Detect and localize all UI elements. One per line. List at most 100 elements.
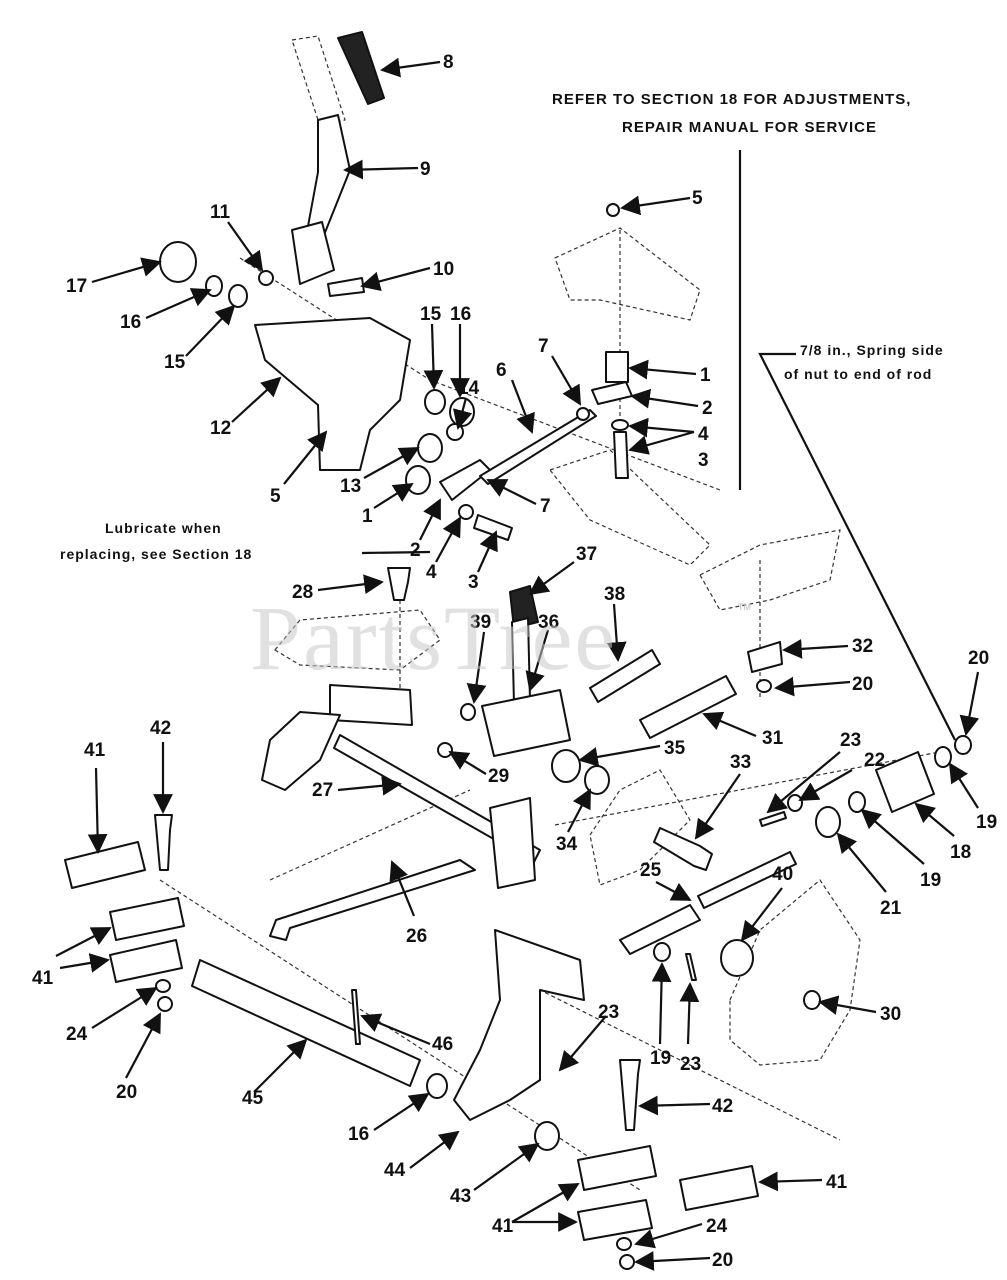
callout-arrows [55, 57, 980, 1271]
callout-7-upper: 7 [538, 336, 549, 357]
spring-note-line1: 7/8 in., Spring side [800, 342, 944, 358]
right-frame-plate [699, 529, 841, 611]
adjustments-note-line2: REPAIR MANUAL FOR SERVICE [622, 119, 878, 136]
rod-25-shape [619, 904, 701, 955]
callout-46: 46 [432, 1034, 453, 1055]
lever-arm-44-shape [453, 929, 585, 1121]
callout-44: 44 [384, 1160, 406, 1181]
lubricate-note-line1: Lubricate when [105, 520, 222, 536]
watermark-trademark: TM [738, 602, 751, 612]
callout-39: 39 [470, 612, 491, 633]
callout-5-left: 5 [270, 486, 281, 507]
callout-4-left: 4 [426, 562, 437, 583]
callout-45: 45 [242, 1088, 264, 1109]
callout-35: 35 [664, 738, 686, 759]
callout-31: 31 [762, 728, 784, 749]
callout-8: 8 [443, 52, 454, 73]
callout-36: 36 [538, 612, 559, 633]
callout-5-right: 5 [692, 188, 703, 209]
lubricate-note-line2: replacing, see Section 18 [60, 546, 253, 562]
callout-4-right: 4 [698, 424, 709, 445]
spring-31-shape [639, 675, 737, 739]
callout-11: 11 [210, 202, 231, 223]
callout-23-mid: 23 [598, 1002, 619, 1023]
callout-9: 9 [420, 159, 431, 180]
callout-15-right: 15 [420, 304, 442, 325]
rod-6-shape [479, 409, 597, 485]
callout-41-right: 41 [826, 1172, 848, 1193]
spring-18-shape [875, 751, 935, 813]
callout-19-mid: 19 [920, 870, 941, 891]
nut-11-shape [258, 270, 274, 286]
handle-grip-shape [337, 31, 385, 105]
callout-16-right: 16 [450, 304, 471, 325]
bearing-cap-41a-shape [64, 841, 146, 889]
callout-19-right: 19 [976, 812, 997, 833]
callout-30: 30 [880, 1004, 901, 1025]
center-frame-plate [589, 769, 691, 886]
callout-41-top: 41 [84, 740, 106, 761]
callout-12: 12 [210, 418, 231, 439]
callout-23-lower: 23 [680, 1054, 701, 1075]
lever-clevis-shape [291, 221, 335, 285]
callout-labels: 8 9 11 10 17 16 15 12 15 16 14 13 5 1 2 … [32, 52, 997, 1271]
callout-10: 10 [433, 259, 454, 280]
left-frame-plate [274, 609, 441, 671]
spring-38-shape [589, 649, 661, 703]
callout-2-left: 2 [410, 540, 421, 561]
callout-25: 25 [640, 860, 662, 881]
callout-42-right: 42 [712, 1096, 733, 1117]
callout-18: 18 [950, 842, 971, 863]
callout-13: 13 [340, 476, 361, 497]
frame-bracket-27-shape [329, 684, 413, 726]
callout-2-right: 2 [702, 398, 713, 419]
callout-33: 33 [730, 752, 751, 773]
callout-32: 32 [852, 636, 873, 657]
callout-40: 40 [772, 864, 793, 885]
callout-29: 29 [488, 766, 509, 787]
callout-41-bottom: 41 [492, 1216, 514, 1237]
callout-23-top: 23 [840, 730, 861, 751]
part-shapes [64, 31, 972, 1270]
brake-bracket-shape [481, 689, 571, 757]
lower-frame-plate [729, 879, 861, 1066]
callout-41-left: 41 [32, 968, 54, 989]
callout-27: 27 [312, 780, 333, 801]
frame-outlines [274, 227, 861, 1066]
callout-1-left: 1 [362, 506, 373, 527]
callout-6: 6 [496, 360, 507, 381]
callout-15: 15 [164, 352, 186, 373]
callout-19-lower: 19 [650, 1048, 671, 1069]
callout-1-right: 1 [700, 365, 711, 386]
callout-20-right: 20 [968, 648, 989, 669]
callout-7-lower: 7 [540, 496, 551, 517]
callout-16-lower: 16 [348, 1124, 369, 1145]
callout-14: 14 [458, 378, 480, 399]
bracket-12-shape [254, 317, 411, 471]
spring-note-line2: of nut to end of rod [784, 366, 933, 382]
upper-frame-plate [554, 227, 701, 321]
rod-tube-outline [548, 449, 711, 566]
note-leader-lines [361, 150, 956, 741]
callout-20-left: 20 [116, 1082, 137, 1103]
callout-3-right: 3 [698, 450, 709, 471]
callout-43: 43 [450, 1186, 471, 1207]
callout-37: 37 [576, 544, 597, 565]
callout-34: 34 [556, 834, 578, 855]
callout-24-right: 24 [706, 1216, 728, 1237]
callout-3-left: 3 [468, 572, 479, 593]
callout-17: 17 [66, 276, 87, 297]
shaft-45-shape [191, 959, 421, 1087]
callout-42-left: 42 [150, 718, 171, 739]
callout-21: 21 [880, 898, 902, 919]
partstree-watermark: PartsTree [250, 587, 618, 689]
callout-20-bottom: 20 [712, 1250, 733, 1271]
callout-20-mid: 20 [852, 674, 873, 695]
adjustments-note-line1: REFER TO SECTION 18 FOR ADJUSTMENTS, [552, 91, 912, 108]
callout-38: 38 [604, 584, 625, 605]
callout-26: 26 [406, 926, 427, 947]
callout-28: 28 [292, 582, 313, 603]
bolt-10-shape [327, 277, 365, 297]
lever-loop-shape [261, 711, 341, 791]
